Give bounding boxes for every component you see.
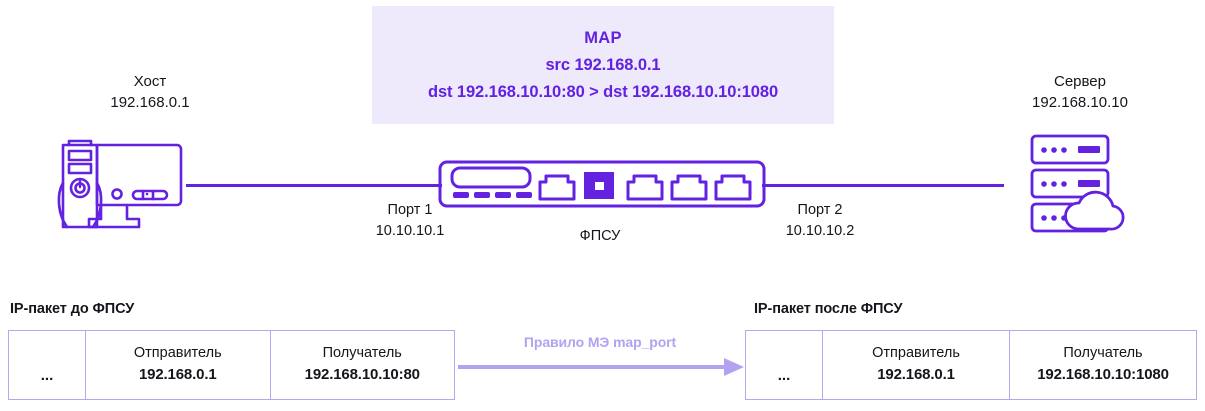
server-rack-cloud-icon [1028,133,1138,241]
host-caption: Хост 192.168.0.1 [52,71,248,113]
map-callout-dst-line: dst 192.168.10.10:80 > dst 192.168.10.10… [427,82,779,101]
column-header-sender: Отправитель [872,345,960,361]
table-cell-ellipsis: ... [9,331,86,399]
table-cell-receiver: Получатель 192.168.10.10:1080 [1010,331,1196,399]
table-cell-sender: Отправитель 192.168.0.1 [86,331,271,399]
value-sender: 192.168.0.1 [138,366,217,383]
table-cell-sender: Отправитель 192.168.0.1 [823,331,1010,399]
port1-caption: Порт 1 10.10.10.1 [320,200,500,242]
packet-before-table: ... Отправитель 192.168.0.1 Получатель 1… [8,330,455,400]
ellipsis-label: ... [777,367,791,384]
port2-address-label: 10.10.10.2 [785,223,855,239]
firewall-appliance-icon [438,160,766,208]
map-callout-title: MAP [584,28,622,47]
firewall-rule-label: Правило МЭ map_port [523,334,677,350]
value-receiver: 192.168.10.10:80 [304,366,420,383]
transform-arrow-icon [458,355,746,379]
ellipsis-label: ... [40,367,54,384]
port1-address-label: 10.10.10.1 [375,223,445,239]
value-receiver: 192.168.10.10:1080 [1037,366,1169,383]
map-callout-box: MAP src 192.168.0.1 dst 192.168.10.10:80… [372,6,834,124]
value-sender: 192.168.0.1 [877,366,955,383]
server-name-label: Сервер [1053,73,1106,90]
map-callout-src-line: src 192.168.0.1 [545,55,661,74]
link-firewall-to-server [762,184,1004,187]
column-header-receiver: Получатель [322,345,402,361]
packet-after-heading: IP-пакет после ФПСУ [754,301,903,317]
port1-name-label: Порт 1 [387,202,433,218]
column-header-sender: Отправитель [133,345,222,361]
port2-name-label: Порт 2 [797,202,843,218]
host-address-label: 192.168.0.1 [110,94,190,111]
firewall-name-label: ФПСУ [579,228,621,244]
port2-caption: Порт 2 10.10.10.2 [730,200,910,242]
packet-before-heading: IP-пакет до ФПСУ [10,301,135,317]
host-name-label: Хост [133,73,167,90]
packet-after-table: ... Отправитель 192.168.0.1 Получатель 1… [745,330,1197,400]
table-cell-receiver: Получатель 192.168.10.10:80 [271,331,455,399]
link-host-to-firewall [186,184,442,187]
column-header-receiver: Получатель [1063,345,1143,361]
desktop-computer-icon [55,131,191,241]
server-caption: Сервер 192.168.10.10 [982,71,1178,113]
table-cell-ellipsis: ... [746,331,823,399]
server-address-label: 192.168.10.10 [1032,94,1128,111]
